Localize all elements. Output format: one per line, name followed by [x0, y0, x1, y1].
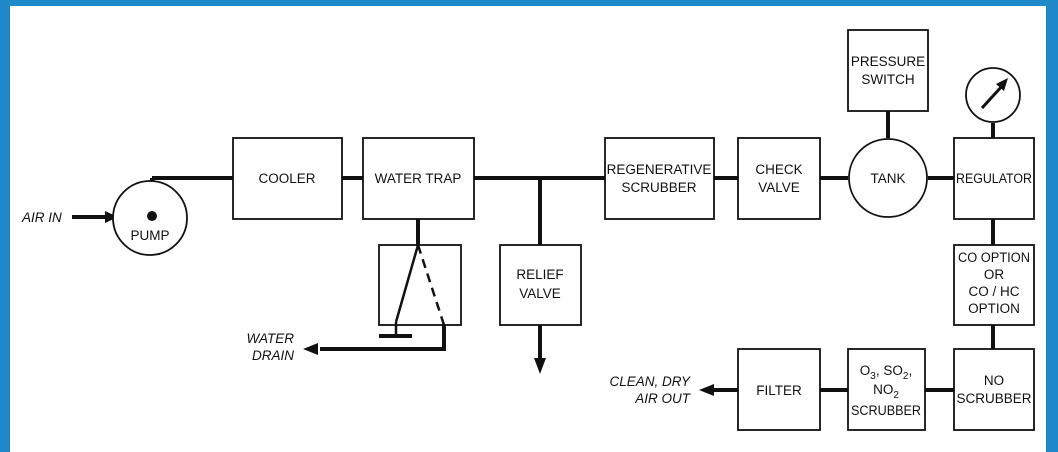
drain-arrow	[303, 343, 318, 355]
out-arrow	[699, 384, 714, 396]
clean-air-label-2: AIR OUT	[634, 391, 692, 406]
cooler-box	[232, 137, 343, 220]
gas-scrubber-label-2: NO2	[873, 382, 899, 401]
pump-label: PUMP	[130, 228, 169, 243]
co-option-box	[953, 244, 1035, 326]
regulator-box	[953, 137, 1035, 220]
air-in-label: AIR IN	[21, 210, 62, 225]
filter-label: FILTER	[756, 383, 802, 398]
relief-valve-box	[499, 244, 582, 326]
pressure-switch-box	[847, 29, 929, 112]
regenerative-scrubber-box	[604, 137, 715, 220]
water-drain-label-1: WATER	[246, 331, 294, 346]
pump-pivot	[147, 211, 157, 221]
gauge-needle-icon	[980, 78, 1008, 110]
check-valve-label-1: CHECK	[755, 162, 802, 177]
co-option-label-2: OR	[984, 267, 1005, 282]
water-trap-box	[362, 137, 475, 220]
no-scrubber-box	[953, 348, 1035, 431]
regulator-label: REGULATOR	[956, 171, 1032, 186]
gas-scrubber-label-3: SCRUBBER	[851, 403, 921, 418]
drain-valve-box	[378, 244, 462, 326]
no-scrubber-label-2: SCRUBBER	[956, 391, 1031, 406]
gas-scrubber-label-1: O3, SO2,	[860, 363, 912, 382]
check-valve-label-2: VALVE	[758, 180, 800, 195]
arrowheads	[105, 211, 714, 396]
tank-label: TANK	[870, 171, 905, 186]
line-drain	[320, 325, 446, 351]
pressure-switch-label-2: SWITCH	[861, 72, 914, 87]
check-valve-box	[737, 137, 821, 220]
co-option-label-1: CO OPTION	[958, 250, 1030, 265]
flow-lines	[72, 111, 995, 392]
regenerative-scrubber-label-1: REGENERATIVE	[607, 162, 712, 177]
no-scrubber-label-1: NO	[984, 373, 1004, 388]
water-trap-label: WATER TRAP	[375, 171, 462, 186]
drain-valve-symbol	[379, 244, 446, 338]
water-drain-label-2: DRAIN	[252, 348, 294, 363]
relief-arrow	[534, 358, 546, 374]
cooler-label: COOLER	[258, 171, 315, 186]
tank-circle	[848, 138, 928, 218]
co-option-label-4: OPTION	[968, 301, 1020, 316]
filter-box	[737, 348, 821, 431]
pressure-switch-label-1: PRESSURE	[851, 54, 925, 69]
relief-valve-label-1: RELIEF	[516, 267, 563, 282]
relief-valve-label-2: VALVE	[519, 286, 561, 301]
clean-air-label-1: CLEAN, DRY	[609, 374, 691, 389]
gas-scrubber-box	[847, 348, 926, 431]
co-option-label-3: CO / HC	[968, 284, 1019, 299]
regenerative-scrubber-label-2: SCRUBBER	[621, 180, 696, 195]
air-in-arrow	[105, 211, 118, 223]
